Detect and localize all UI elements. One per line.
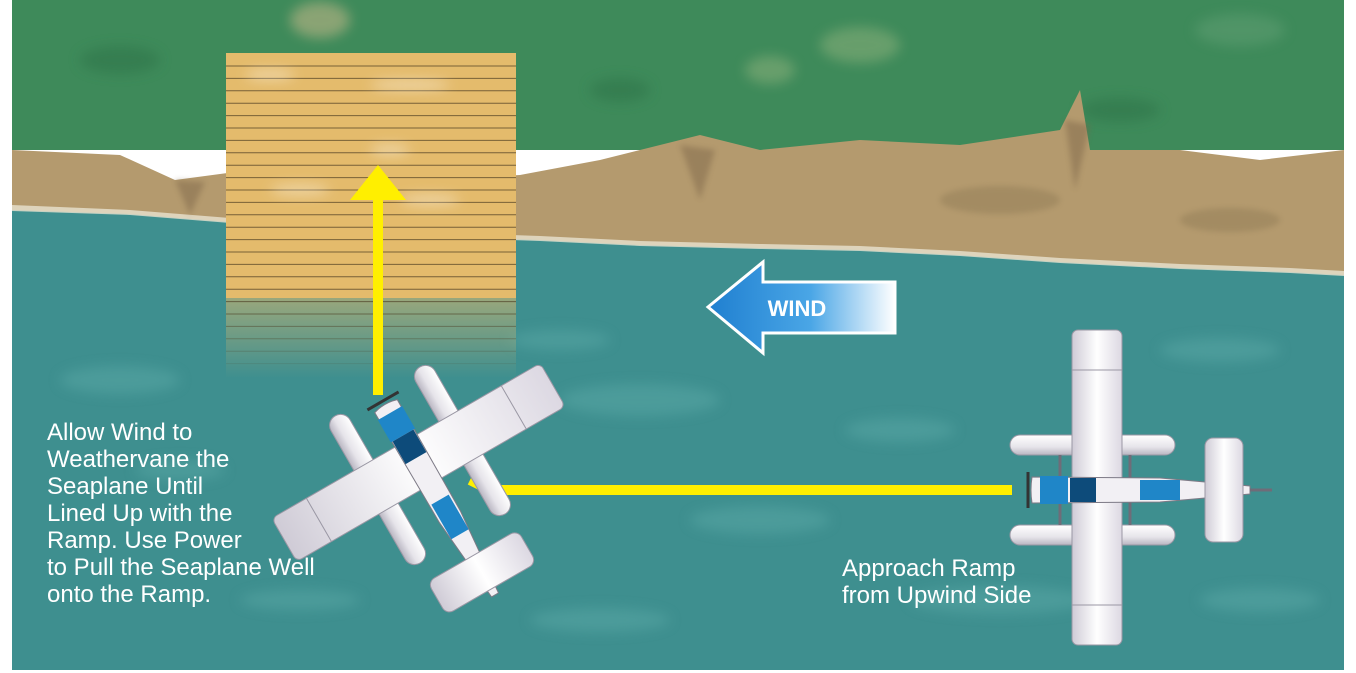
approach-line: from Upwind Side — [842, 582, 1032, 609]
shore-texture — [175, 120, 1280, 232]
wind-label: WIND — [768, 296, 827, 321]
instr-line: to Pull the Seaplane Well — [47, 554, 315, 581]
wind-arrow: WIND — [705, 258, 897, 357]
instr-line: Lined Up with the — [47, 500, 233, 527]
approach-line: Approach Ramp — [842, 555, 1016, 582]
instr-line: Ramp. Use Power — [47, 527, 242, 554]
taxi-path-arrowhead — [350, 165, 406, 200]
seaplane-on-ramp — [273, 364, 564, 613]
instr-line: onto the Ramp. — [47, 581, 212, 608]
grass — [12, 0, 1344, 150]
grass-texture — [80, 2, 1285, 122]
instr-line: Seaplane Until — [47, 473, 204, 500]
instr-line: Allow Wind to — [47, 419, 193, 446]
water-ripples — [60, 330, 1320, 632]
shore-shadow — [12, 205, 1344, 276]
instr-line: Weathervane the — [47, 446, 230, 473]
seaplane-approaching — [1009, 329, 1272, 646]
ramp — [226, 53, 516, 378]
